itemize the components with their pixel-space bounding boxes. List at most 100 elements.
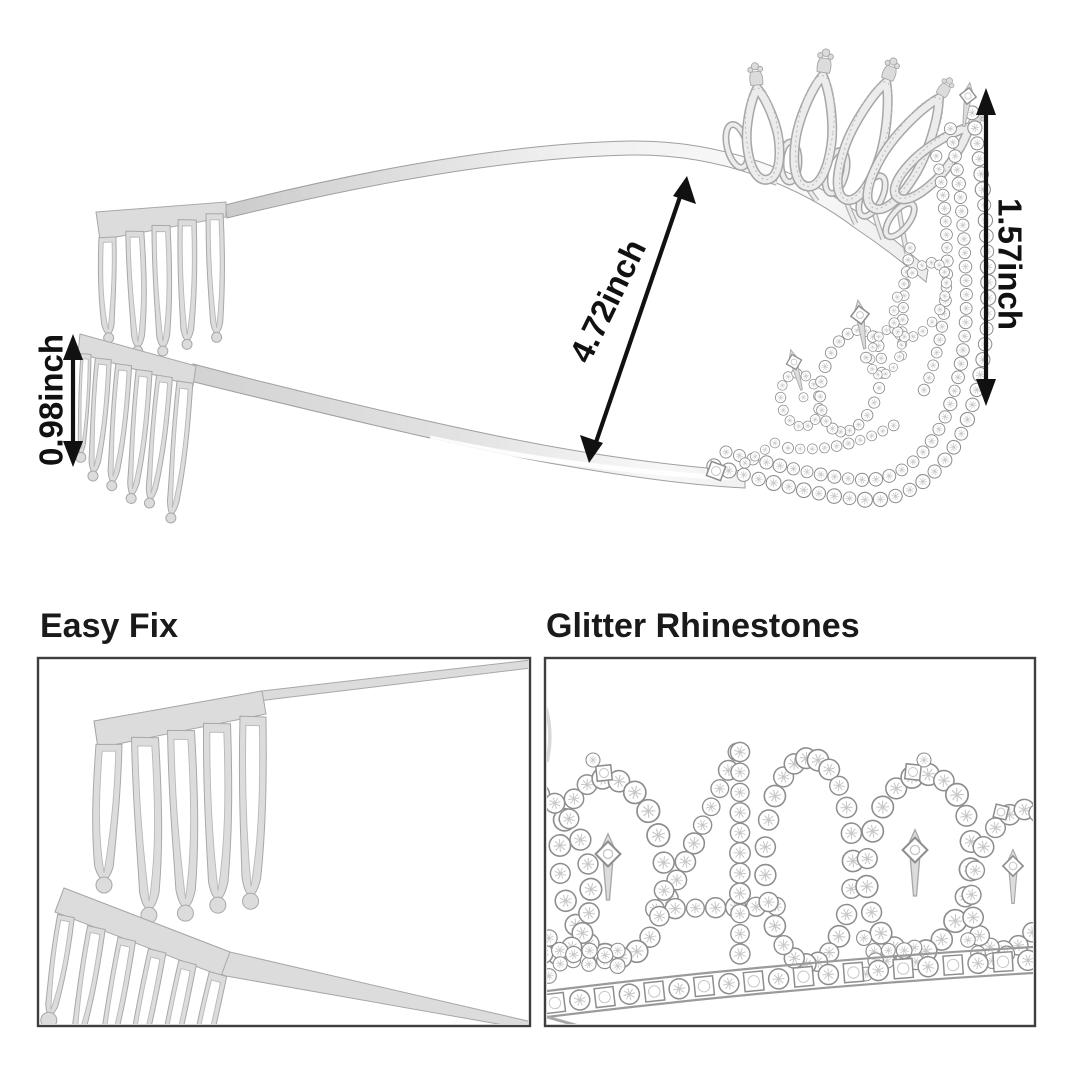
rhinestone xyxy=(939,215,952,228)
comb-tooth xyxy=(166,729,199,922)
comb-tooth xyxy=(40,913,75,1024)
rhinestone xyxy=(730,782,750,803)
rhinestone xyxy=(936,188,950,202)
rhinestone xyxy=(795,443,806,455)
rhinestone xyxy=(751,471,766,487)
rhinestone xyxy=(730,923,750,944)
rhinestone xyxy=(927,359,940,372)
comb-tooth xyxy=(150,959,197,1024)
rhinestone xyxy=(652,851,675,874)
rhinestone xyxy=(940,277,952,289)
rhinestone xyxy=(782,371,794,383)
rhinestone xyxy=(916,752,932,768)
rhinestone xyxy=(861,409,874,422)
rhinestone xyxy=(750,451,760,462)
rhinestone xyxy=(729,842,751,864)
rhinestone xyxy=(736,467,751,482)
comb-tooth xyxy=(125,368,153,504)
rhinestone xyxy=(818,360,832,373)
rhinestone xyxy=(938,410,952,424)
rhinestone xyxy=(802,420,813,431)
rhinestone xyxy=(729,822,751,844)
rhinestone xyxy=(1033,901,1056,924)
rhinestone xyxy=(855,874,879,899)
rhinestone xyxy=(1034,810,1063,839)
comb-tooth xyxy=(95,936,137,1024)
rhinestone xyxy=(547,792,566,814)
rhinestone xyxy=(800,465,814,479)
comb-tooth xyxy=(238,715,267,910)
rhinestone xyxy=(961,884,982,905)
rhinestone xyxy=(936,320,948,333)
rhinestone xyxy=(958,246,972,260)
rhinestone xyxy=(824,346,838,359)
comb-tooth xyxy=(202,722,233,914)
rhinestone xyxy=(815,375,828,388)
rhinestone xyxy=(888,488,903,504)
rhinestone xyxy=(811,486,827,501)
rhinestone xyxy=(840,822,863,844)
rhinestone xyxy=(944,782,970,807)
arrowhead-down-icon xyxy=(63,441,83,467)
rhinestone xyxy=(868,472,884,487)
comb-tooth xyxy=(92,743,123,894)
square-rhinestone xyxy=(692,974,716,998)
rhinestone xyxy=(891,291,903,303)
rhinestone xyxy=(958,259,973,274)
rhinestone xyxy=(943,122,957,136)
rhinestone xyxy=(1017,949,1033,972)
rhinestone xyxy=(881,325,892,335)
rhinestone xyxy=(842,491,857,506)
rhinestone xyxy=(798,392,809,403)
arrowhead-up-icon xyxy=(673,176,696,204)
rhinestone xyxy=(868,396,881,409)
rhinestone xyxy=(950,163,964,177)
rhinestone xyxy=(906,267,918,279)
rhinestone xyxy=(937,452,953,468)
rhinestone xyxy=(951,370,965,385)
rhinestone xyxy=(933,163,945,175)
rhinestone xyxy=(877,425,889,437)
rhinestone xyxy=(898,278,910,290)
dimension-line xyxy=(592,190,684,449)
rhinestone xyxy=(618,983,641,1005)
rhinestone xyxy=(730,762,750,782)
dimension-diagonal: 4.72inch xyxy=(562,176,696,463)
rhinestone xyxy=(610,942,626,959)
rhinestone xyxy=(954,426,969,441)
rhinestone xyxy=(786,462,800,476)
rhinestone xyxy=(1043,852,1070,879)
rhinestone xyxy=(685,898,705,918)
comb-tooth xyxy=(87,357,112,482)
rhinestone xyxy=(885,777,908,800)
rhinestone xyxy=(609,958,626,974)
rhinestone xyxy=(923,372,935,384)
spike-finial xyxy=(785,348,809,403)
comb-tooth xyxy=(71,925,106,1024)
rhinestone xyxy=(829,775,849,796)
rhinestone xyxy=(578,902,600,925)
rhinestone xyxy=(959,288,973,301)
rhinestone xyxy=(873,381,886,395)
square-rhinestone xyxy=(643,980,666,1003)
hair-comb-lower xyxy=(75,333,197,524)
rhinestone xyxy=(962,906,985,929)
rhinestone xyxy=(581,942,598,959)
rhinestone xyxy=(855,434,866,446)
rhinestone xyxy=(547,968,557,984)
rhinestone xyxy=(860,901,883,923)
dim-diagonal-label: 4.72inch xyxy=(562,233,653,368)
rhinestone xyxy=(927,464,942,479)
rhinestone xyxy=(948,149,962,163)
rhinestone xyxy=(857,491,873,508)
rhinestone xyxy=(958,329,971,343)
rhinestone xyxy=(933,333,946,346)
rhinestone xyxy=(577,853,599,875)
arrowhead-down-icon xyxy=(976,379,996,406)
rhinestone xyxy=(872,491,889,508)
rhinestone xyxy=(814,390,826,403)
rhinestone xyxy=(767,968,790,990)
rhinestone xyxy=(549,862,571,884)
comb-tooth xyxy=(151,224,173,357)
rhinestone xyxy=(895,463,909,477)
